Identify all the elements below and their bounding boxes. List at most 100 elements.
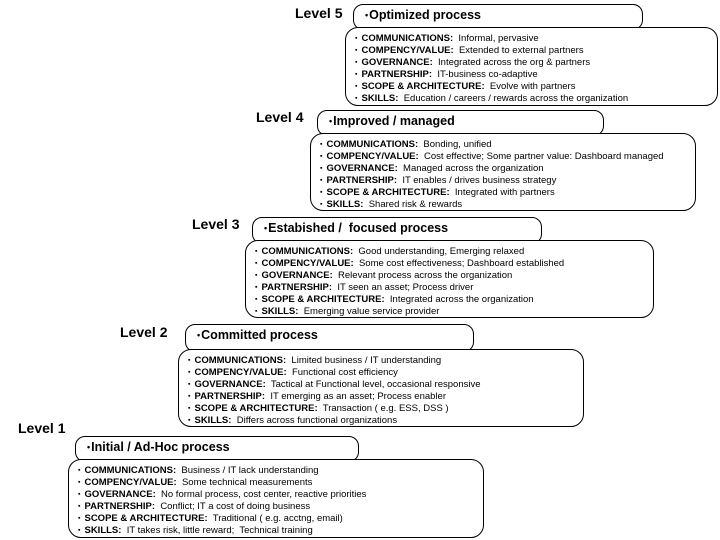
item-category: COMPENCY/VALUE: (326, 150, 419, 162)
bullet-item: ▪PARTNERSHIP: IT seen an asset; Process … (255, 282, 649, 294)
item-category: COMPENCY/VALUE: (361, 44, 454, 56)
square-bullet-icon: ▪ (78, 490, 81, 498)
square-bullet-icon: ▪ (188, 357, 191, 364)
level-3-label: Level 3 (192, 216, 240, 232)
bullet-item: ▪COMPENCY/VALUE: Cost effective; Some pa… (320, 151, 691, 163)
square-bullet-icon: ▪ (255, 271, 258, 279)
level-1-item-list: ▪COMMUNICATIONS: Business / IT lack unde… (69, 460, 483, 536)
item-text: Relevant process across the organization (332, 269, 513, 281)
item-category: GOVERNANCE: (261, 269, 333, 281)
square-bullet-icon: ▪ (320, 152, 323, 160)
bullet-item: ▪SKILLS: Shared risk & rewards (320, 199, 691, 211)
square-bullet-icon: ▪ (355, 94, 358, 102)
bullet-icon: • (365, 10, 369, 20)
item-category: SCOPE & ARCHITECTURE: (84, 512, 208, 524)
item-text: Managed across the organization (397, 162, 544, 174)
square-bullet-icon: ▪ (78, 526, 81, 534)
level-1-header-box: •Initial / Ad-Hoc process (75, 436, 359, 462)
item-category: COMMUNICATIONS: (361, 33, 454, 44)
square-bullet-icon: ▪ (355, 35, 358, 42)
bullet-icon: • (197, 330, 201, 340)
level-4-detail-box: ▪COMMUNICATIONS: Bonding, unified▪COMPEN… (310, 133, 696, 211)
item-text: Good understanding, Emerging relaxed (353, 246, 525, 257)
item-category: SCOPE & ARCHITECTURE: (361, 80, 485, 92)
item-text: Cost effective; Some partner value: Dash… (418, 150, 664, 162)
level-5-header-box: •Optimized process (353, 4, 643, 30)
bullet-item: ▪PARTNERSHIP: IT-business co-adaptive (355, 69, 713, 81)
item-category: SCOPE & ARCHITECTURE: (194, 402, 318, 414)
level-4-header-box: •Improved / managed (317, 110, 604, 136)
square-bullet-icon: ▪ (188, 368, 191, 376)
level-3-title: Estabished / focused process (268, 221, 449, 235)
level-5-label: Level 5 (295, 5, 343, 21)
item-text: Business / IT lack understanding (176, 465, 319, 476)
item-text: Integrated with partners (449, 186, 555, 198)
bullet-icon: • (264, 223, 268, 233)
bullet-icon: • (329, 116, 333, 126)
square-bullet-icon: ▪ (320, 188, 323, 196)
square-bullet-icon: ▪ (255, 283, 258, 291)
bullet-item: ▪SKILLS: IT takes risk, little reward; T… (78, 525, 479, 537)
square-bullet-icon: ▪ (320, 164, 323, 172)
square-bullet-icon: ▪ (320, 200, 323, 208)
bullet-item: ▪COMPENCY/VALUE: Some cost effectiveness… (255, 258, 649, 270)
square-bullet-icon: ▪ (188, 392, 191, 400)
bullet-item: ▪COMMUNICATIONS: Business / IT lack unde… (78, 465, 479, 477)
bullet-item: ▪SKILLS: Emerging value service provider (255, 306, 649, 318)
square-bullet-icon: ▪ (78, 467, 81, 474)
item-text: Integrated across the org & partners (432, 56, 591, 68)
item-text: Bonding, unified (418, 139, 492, 150)
item-text: Conflict; IT a cost of doing business (155, 500, 311, 512)
item-text: Traditional ( e.g. acctng, email) (207, 512, 343, 524)
bullet-icon: • (87, 442, 91, 452)
level-5-detail-box: ▪COMMUNICATIONS: Informal, pervasive▪COM… (345, 27, 718, 106)
bullet-item: ▪COMPENCY/VALUE: Extended to external pa… (355, 45, 713, 57)
item-category: PARTNERSHIP: (84, 500, 156, 512)
level-3-item-list: ▪COMMUNICATIONS: Good understanding, Eme… (246, 241, 653, 317)
item-category: PARTNERSHIP: (194, 390, 266, 402)
bullet-item: ▪SKILLS: Education / careers / rewards a… (355, 93, 713, 105)
bullet-item: ▪GOVERNANCE: Relevant process across the… (255, 270, 649, 282)
square-bullet-icon: ▪ (255, 295, 258, 303)
bullet-item: ▪SCOPE & ARCHITECTURE: Traditional ( e.g… (78, 513, 479, 525)
item-text: Education / careers / rewards across the… (398, 92, 629, 104)
level-5-item-list: ▪COMMUNICATIONS: Informal, pervasive▪COM… (346, 28, 717, 104)
item-category: COMMUNICATIONS: (261, 246, 354, 257)
level-2-detail-box: ▪COMMUNICATIONS: Limited business / IT u… (178, 349, 584, 427)
bullet-item: ▪SCOPE & ARCHITECTURE: Evolve with partn… (355, 81, 713, 93)
item-text: Limited business / IT understanding (286, 355, 442, 366)
item-text: IT takes risk, little reward; Technical … (121, 524, 313, 536)
item-text: Shared risk & rewards (363, 198, 463, 210)
item-category: COMPENCY/VALUE: (84, 476, 177, 488)
level-2-title: Committed process (201, 328, 318, 342)
item-text: IT seen an asset; Process driver (332, 281, 474, 293)
square-bullet-icon: ▪ (355, 82, 358, 90)
level-4-item-list: ▪COMMUNICATIONS: Bonding, unified▪COMPEN… (311, 134, 695, 210)
level-2-item-list: ▪COMMUNICATIONS: Limited business / IT u… (179, 350, 583, 426)
item-category: SKILLS: (261, 305, 299, 317)
square-bullet-icon: ▪ (255, 248, 258, 255)
item-text: IT-business co-adaptive (432, 68, 538, 80)
item-text: IT enables / drives business strategy (397, 174, 557, 186)
level-5-title: Optimized process (369, 8, 481, 22)
bullet-item: ▪COMPENCY/VALUE: Some technical measurem… (78, 477, 479, 489)
square-bullet-icon: ▪ (78, 478, 81, 486)
item-text: Emerging value service provider (298, 305, 440, 317)
item-text: Some technical measurements (176, 476, 313, 488)
square-bullet-icon: ▪ (188, 416, 191, 424)
bullet-item: ▪PARTNERSHIP: IT enables / drives busine… (320, 175, 691, 187)
item-category: GOVERNANCE: (326, 162, 398, 174)
item-category: COMPENCY/VALUE: (261, 257, 354, 269)
item-category: PARTNERSHIP: (361, 68, 433, 80)
item-category: COMMUNICATIONS: (326, 139, 419, 150)
item-category: SKILLS: (326, 198, 364, 210)
bullet-item: ▪SCOPE & ARCHITECTURE: Integrated with p… (320, 187, 691, 199)
bullet-item: ▪COMMUNICATIONS: Good understanding, Eme… (255, 246, 649, 258)
square-bullet-icon: ▪ (320, 141, 323, 148)
bullet-item: ▪COMMUNICATIONS: Informal, pervasive (355, 33, 713, 45)
item-text: IT emerging as an asset; Process enabler (265, 390, 446, 402)
bullet-item: ▪COMMUNICATIONS: Bonding, unified (320, 139, 691, 151)
item-category: SKILLS: (361, 92, 399, 104)
square-bullet-icon: ▪ (320, 176, 323, 184)
